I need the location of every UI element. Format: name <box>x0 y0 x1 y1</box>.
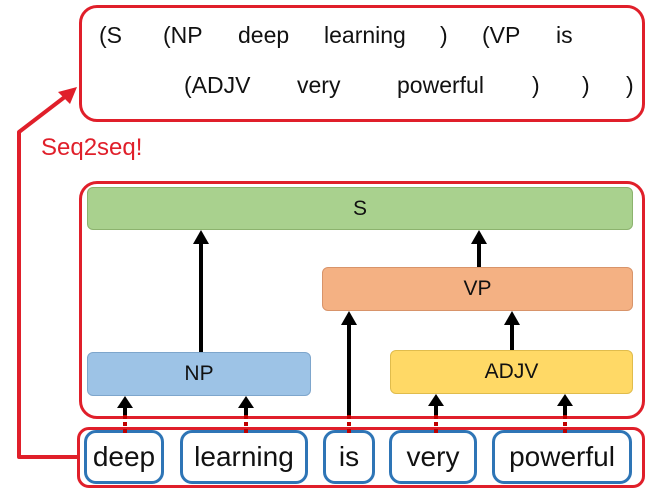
word-label: learning <box>194 441 294 472</box>
arrowhead <box>117 396 133 408</box>
linearized-sequence-box <box>79 5 645 122</box>
node-label: ADJV <box>484 360 539 383</box>
seq-token: very <box>297 72 341 98</box>
seq2seq-arrowhead <box>58 87 77 104</box>
word-powerful: powerful <box>492 430 632 484</box>
seq-token: ) <box>582 72 590 98</box>
seq-token: ) <box>532 72 540 98</box>
tree-node-vp: VP <box>322 267 633 311</box>
tree-arrows <box>117 230 573 415</box>
arrowhead <box>428 394 444 406</box>
tree-node-s: S <box>87 187 633 230</box>
node-label: NP <box>184 362 214 385</box>
seq-token: is <box>556 22 573 48</box>
seq-token: ) <box>440 22 448 48</box>
node-label: VP <box>463 277 492 300</box>
word-label: is <box>338 441 360 472</box>
word-label: deep <box>92 441 156 472</box>
arrowhead <box>341 311 357 325</box>
seq-token: learning <box>324 22 406 48</box>
tree-node-np: NP <box>87 352 311 396</box>
seq2seq-arrow <box>17 87 77 459</box>
seq-token: deep <box>238 22 290 48</box>
dashed-tails <box>123 413 567 433</box>
arrowhead <box>504 311 520 325</box>
arrowhead <box>557 394 573 406</box>
seq-token: (ADJV <box>184 72 251 98</box>
seq2seq-label: Seq2seq! <box>41 134 143 161</box>
seq-token: powerful <box>397 72 484 98</box>
node-label: S <box>352 196 367 220</box>
seq-token: (S <box>99 22 122 48</box>
seq-token: (VP <box>482 22 521 48</box>
arrowhead <box>193 230 209 244</box>
word-is: is <box>323 430 375 484</box>
word-very: very <box>389 430 477 484</box>
arrowhead <box>238 396 254 408</box>
word-label: very <box>406 441 460 472</box>
seq2seq-line <box>17 94 77 459</box>
word-label: powerful <box>509 441 615 472</box>
arrowhead <box>471 230 487 244</box>
seq-token: ) <box>626 72 634 98</box>
word-learning: learning <box>180 430 308 484</box>
seq-token: (NP <box>163 22 203 48</box>
tree-node-adjv: ADJV <box>390 350 633 394</box>
